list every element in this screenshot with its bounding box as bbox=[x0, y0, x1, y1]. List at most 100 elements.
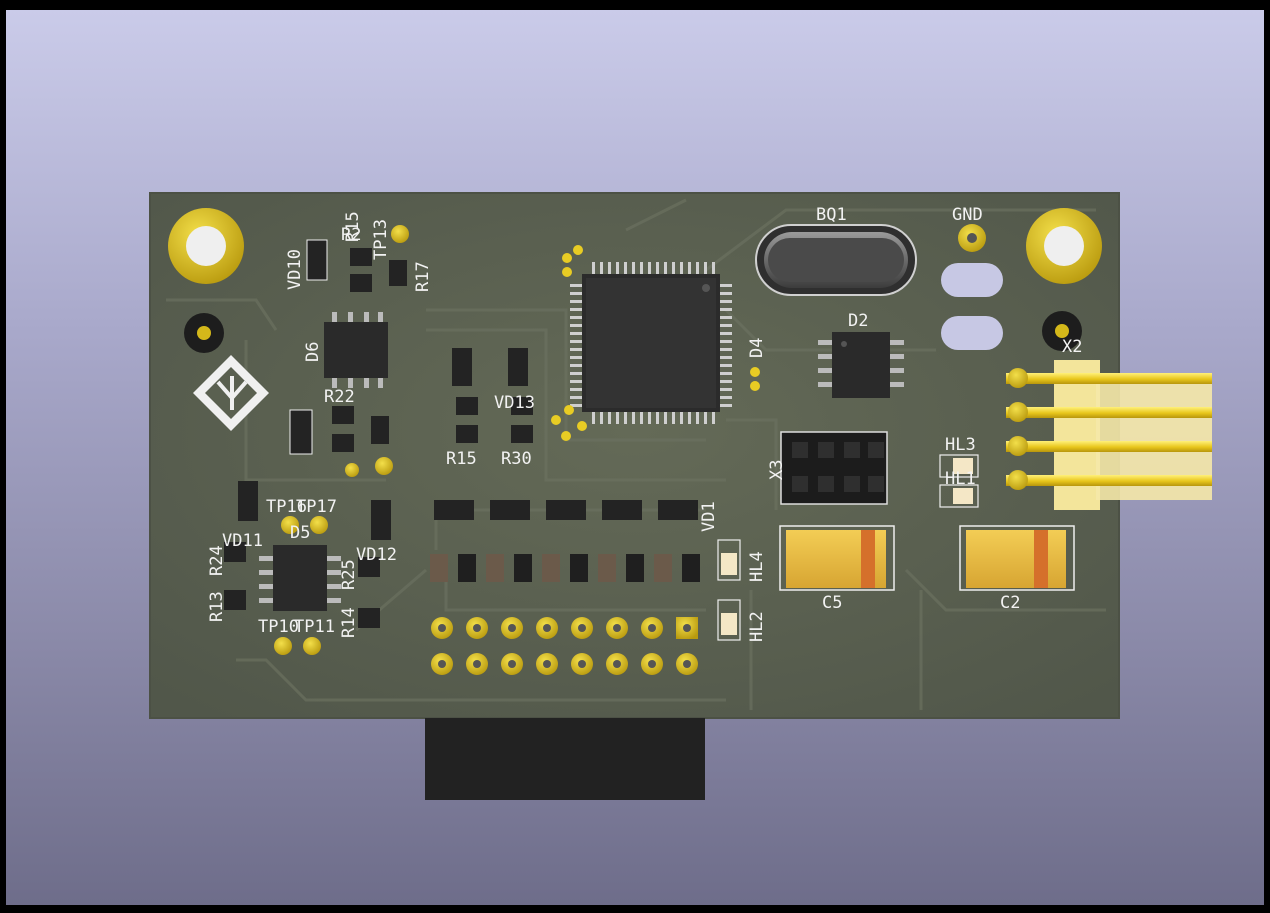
mcu-pin bbox=[696, 412, 699, 424]
mcu-pin bbox=[632, 412, 635, 424]
label-hl3: HL3 bbox=[945, 435, 976, 455]
mcu-pin bbox=[592, 262, 595, 274]
mcu-pin bbox=[720, 380, 732, 383]
label-bq1: BQ1 bbox=[816, 205, 847, 225]
label-tp10: TP10 bbox=[258, 617, 299, 637]
mcu-pin bbox=[696, 262, 699, 274]
mcu-pin bbox=[720, 300, 732, 303]
label-r25: R25 bbox=[339, 559, 359, 590]
label-r24: R24 bbox=[207, 545, 227, 576]
silkscreen-labels: BQ1 GND X2 D2 D4 D5 D6 X3 HL1 HL2 HL3 HL… bbox=[207, 205, 1082, 642]
mcu-pin bbox=[720, 348, 732, 351]
copper-traces bbox=[166, 198, 1106, 710]
small-smd-parts bbox=[224, 239, 533, 628]
mcu-pin bbox=[570, 372, 582, 375]
pcb-render: BQ1 GND X2 D2 D4 D5 D6 X3 HL1 HL2 HL3 HL… bbox=[149, 192, 1212, 800]
label-r14: R14 bbox=[339, 607, 359, 638]
mcu-pin bbox=[624, 262, 627, 274]
label-vd12: VD12 bbox=[356, 545, 397, 565]
mcu-pin bbox=[656, 262, 659, 274]
mcu-pin bbox=[608, 412, 611, 424]
via-pad-left bbox=[184, 313, 224, 353]
mcu-pin bbox=[672, 412, 675, 424]
mcu-pin bbox=[640, 412, 643, 424]
label-d5: D5 bbox=[290, 523, 310, 543]
via-pad-right bbox=[1042, 311, 1082, 351]
capacitor-c2 bbox=[959, 525, 1075, 591]
mcu-pin bbox=[712, 412, 715, 424]
pin-header-pads bbox=[431, 617, 698, 675]
mcu-pin bbox=[570, 364, 582, 367]
mcu-pin bbox=[640, 262, 643, 274]
label-d6: D6 bbox=[303, 342, 323, 362]
mcu-pin bbox=[664, 262, 667, 274]
mcu-pin bbox=[664, 412, 667, 424]
led-hl3 bbox=[939, 454, 979, 478]
mcu-pin bbox=[712, 262, 715, 274]
mcu-pin bbox=[648, 412, 651, 424]
capacitor-c5 bbox=[779, 525, 895, 591]
mcu-pin bbox=[720, 308, 732, 311]
mounting-hole-top-right bbox=[1026, 208, 1102, 284]
label-vd13: VD13 bbox=[494, 393, 535, 413]
mcu-pin bbox=[720, 372, 732, 375]
label-d2: D2 bbox=[848, 311, 868, 331]
mcu-pin bbox=[616, 262, 619, 274]
mcu-pin bbox=[570, 316, 582, 319]
test-points bbox=[274, 225, 409, 655]
label-c5: C5 bbox=[822, 593, 842, 613]
mcu-pin bbox=[570, 324, 582, 327]
mcu-pin bbox=[720, 284, 732, 287]
mcu-pin bbox=[680, 412, 683, 424]
mcu-pin bbox=[648, 262, 651, 274]
mcu-pin bbox=[656, 412, 659, 424]
mcu-pin bbox=[600, 412, 603, 424]
label-vd11: VD11 bbox=[222, 531, 263, 551]
label-tp13: TP13 bbox=[371, 219, 391, 260]
chip-d6 bbox=[324, 312, 388, 388]
slot-1 bbox=[941, 263, 1003, 297]
mcu-pin bbox=[720, 396, 732, 399]
label-x2: X2 bbox=[1062, 337, 1082, 357]
mcu-pin bbox=[570, 284, 582, 287]
label-r30: R30 bbox=[501, 449, 532, 469]
mcu-pin bbox=[688, 412, 691, 424]
label-r15-top: R15 bbox=[343, 211, 363, 242]
mcu-pin bbox=[570, 332, 582, 335]
label-vd1: VD1 bbox=[699, 501, 719, 532]
label-gnd: GND bbox=[952, 205, 983, 225]
mcu-pin bbox=[720, 364, 732, 367]
mcu-pin bbox=[704, 412, 707, 424]
label-tp17: TP17 bbox=[296, 497, 337, 517]
gold-dots bbox=[551, 245, 760, 441]
mcu-pin bbox=[600, 262, 603, 274]
mcu-pin bbox=[720, 356, 732, 359]
slot-2 bbox=[941, 316, 1003, 350]
mcu-pin bbox=[570, 292, 582, 295]
label-r13: R13 bbox=[207, 591, 227, 622]
mcu-pin bbox=[570, 348, 582, 351]
led-hl2 bbox=[717, 599, 741, 641]
label-hl1: HL1 bbox=[945, 469, 976, 489]
led-hl4 bbox=[717, 539, 741, 581]
header-x3 bbox=[780, 431, 888, 505]
crystal-bq1 bbox=[755, 224, 917, 296]
mcu-pin bbox=[570, 356, 582, 359]
mcu-pin bbox=[570, 396, 582, 399]
mcu-pin bbox=[570, 340, 582, 343]
label-r17: R17 bbox=[413, 261, 433, 292]
mcu-pin bbox=[616, 412, 619, 424]
gnd-testpoint bbox=[958, 224, 986, 252]
mcu-pin bbox=[672, 262, 675, 274]
mcu-pin bbox=[570, 404, 582, 407]
mcu-pin bbox=[720, 324, 732, 327]
mcu-pin bbox=[608, 262, 611, 274]
mcu-pin bbox=[592, 412, 595, 424]
mcu-pin bbox=[680, 262, 683, 274]
mcu-pin bbox=[720, 316, 732, 319]
chip-d5 bbox=[259, 545, 341, 611]
led-hl1 bbox=[939, 484, 979, 508]
mcu-pin bbox=[720, 292, 732, 295]
3d-viewer-viewport[interactable]: BQ1 GND X2 D2 D4 D5 D6 X3 HL1 HL2 HL3 HL… bbox=[6, 10, 1264, 905]
mcu-pin bbox=[688, 262, 691, 274]
